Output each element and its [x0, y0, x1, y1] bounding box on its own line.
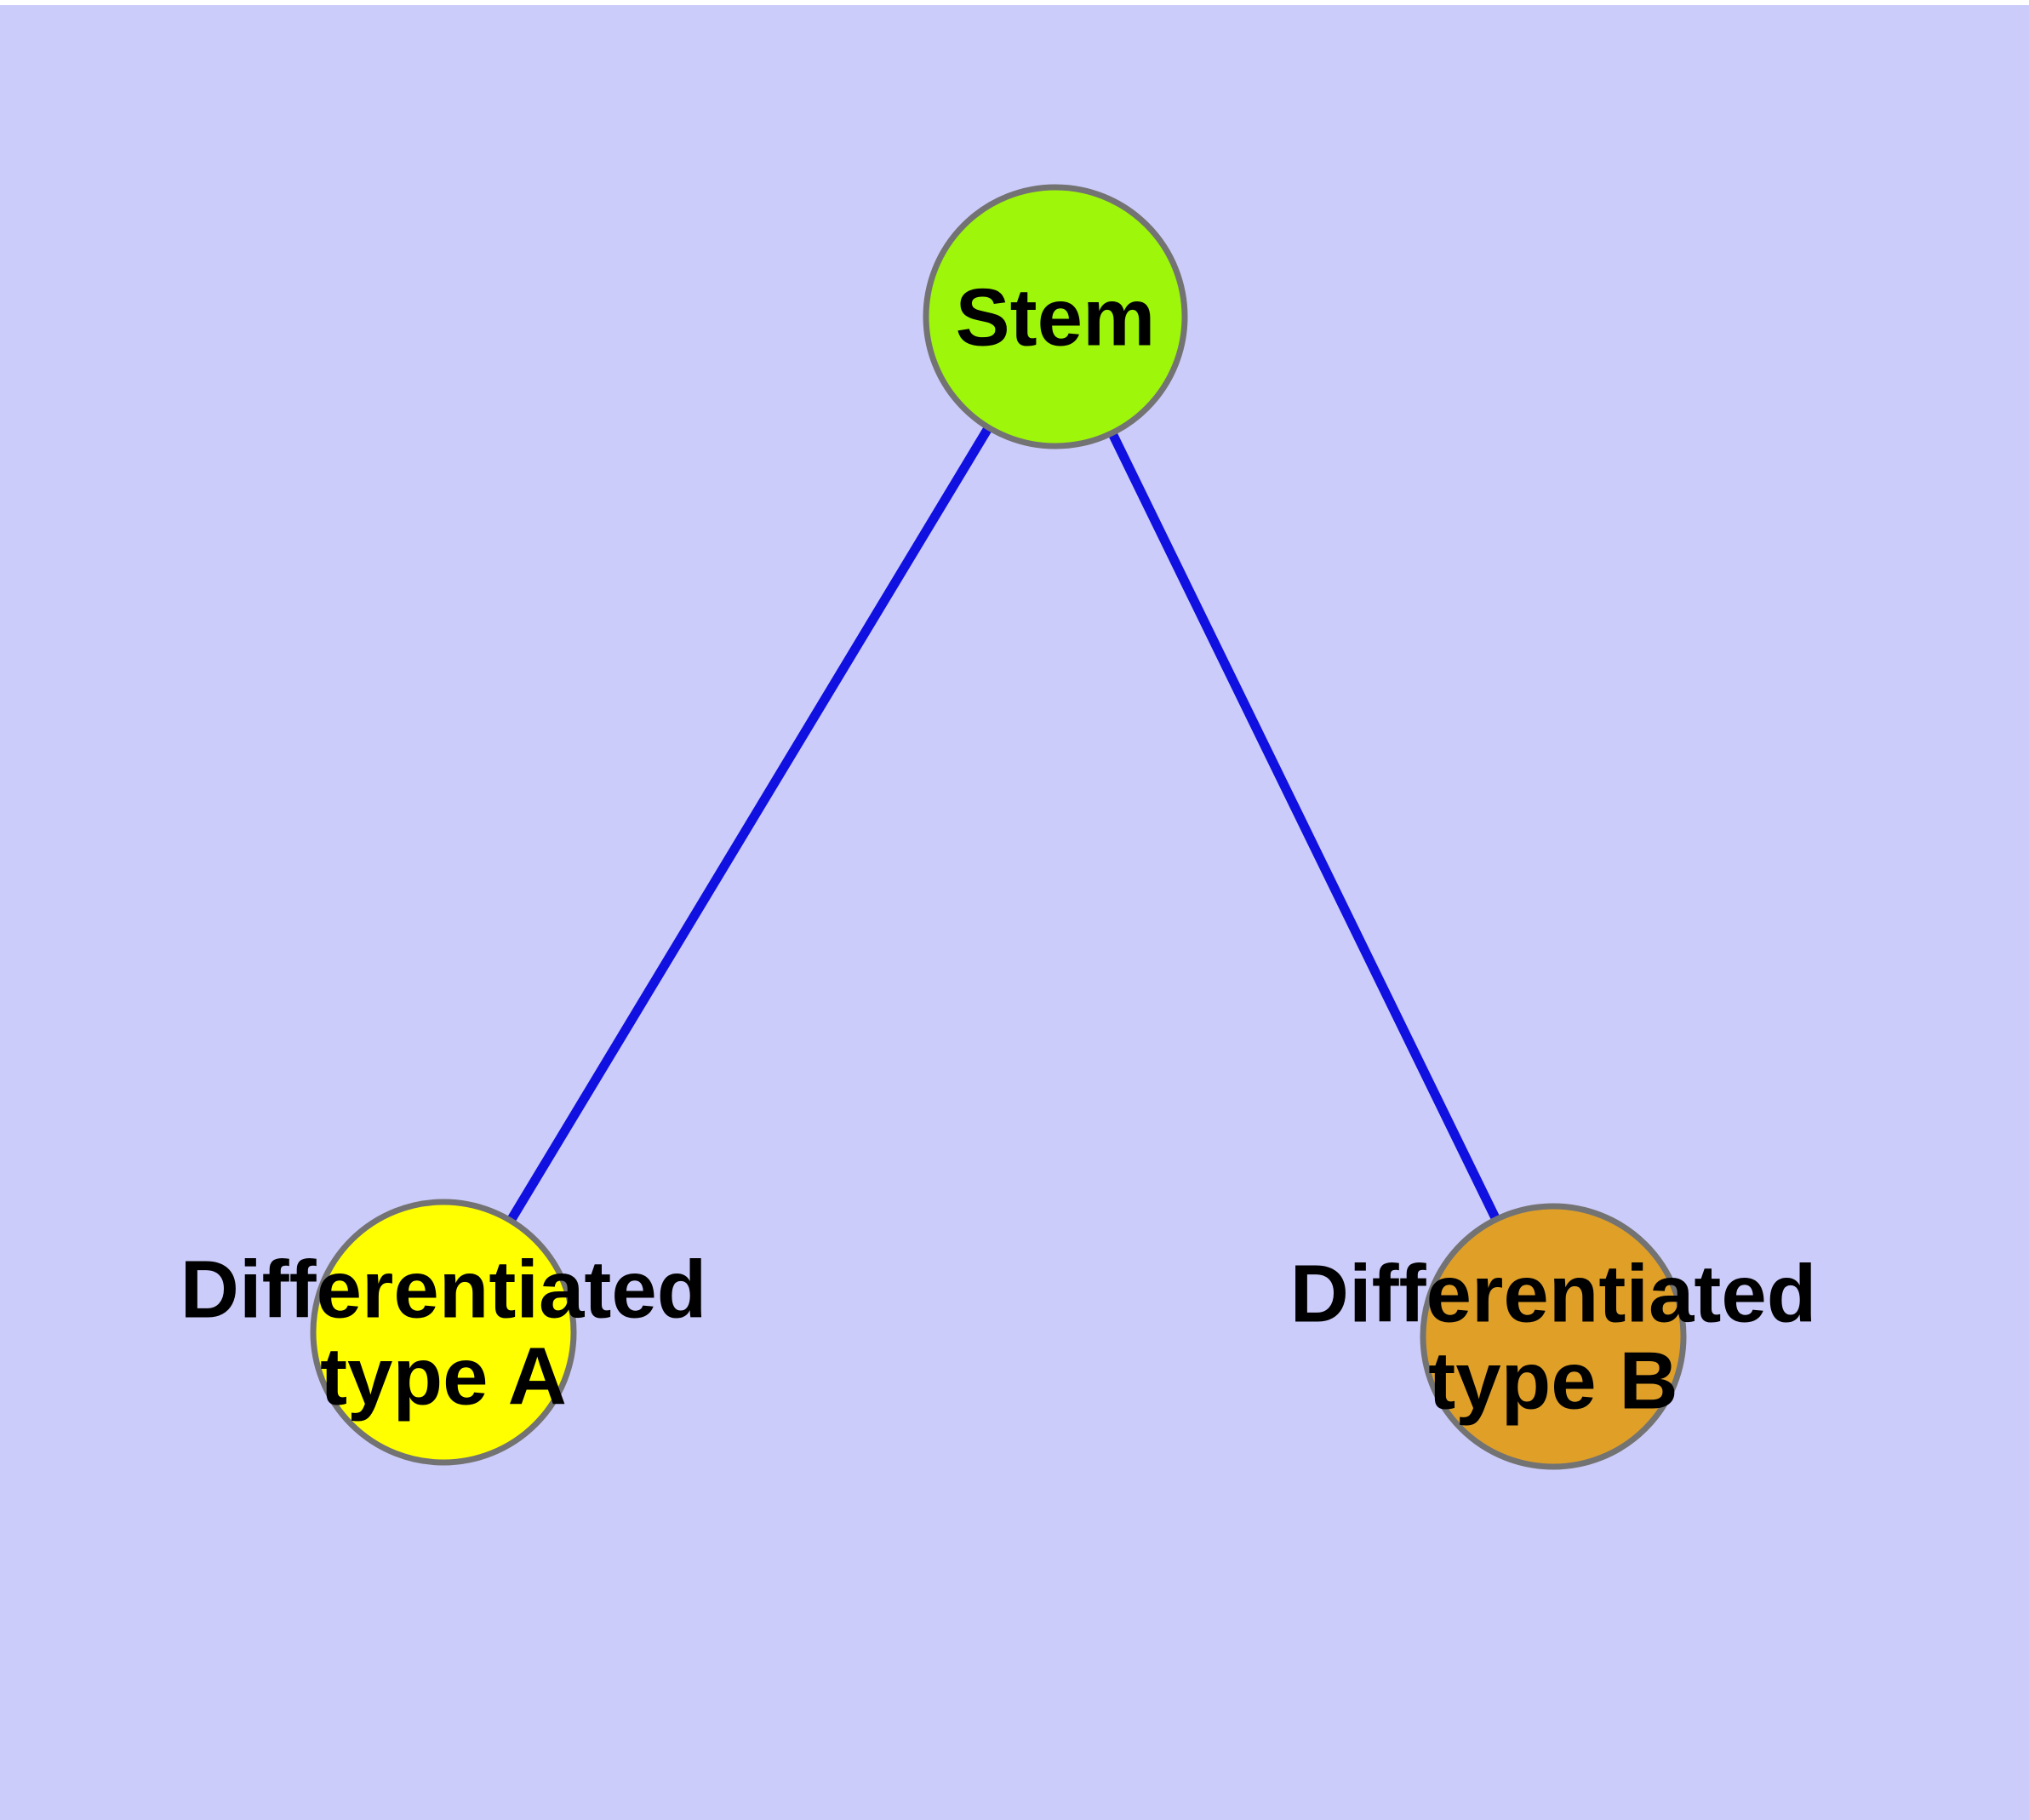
node-label-line: type B [1428, 1335, 1677, 1426]
node-differentiated-type-b[interactable] [1420, 1203, 1687, 1470]
node-stem[interactable] [923, 184, 1188, 449]
node-stem-circle[interactable] [923, 184, 1188, 449]
node-label-line: Differentiated [1290, 1249, 1817, 1340]
node-differentiated-type-a[interactable] [310, 1199, 577, 1466]
edge-stem-to-differentiated-type-b[interactable] [1108, 432, 1500, 1221]
edge-stem-to-differentiated-type-a[interactable] [507, 426, 992, 1222]
node-label-line: Stem [956, 272, 1156, 363]
node-layer [310, 184, 1687, 1470]
node-differentiated-type-a-circle[interactable] [310, 1199, 577, 1466]
node-label-line: type A [320, 1331, 567, 1422]
node-label-line: Differentiated [180, 1245, 707, 1336]
node-differentiated-type-b-circle[interactable] [1420, 1203, 1687, 1470]
node-stem-label: Stem [956, 272, 1156, 363]
edge-layer [507, 426, 1500, 1222]
